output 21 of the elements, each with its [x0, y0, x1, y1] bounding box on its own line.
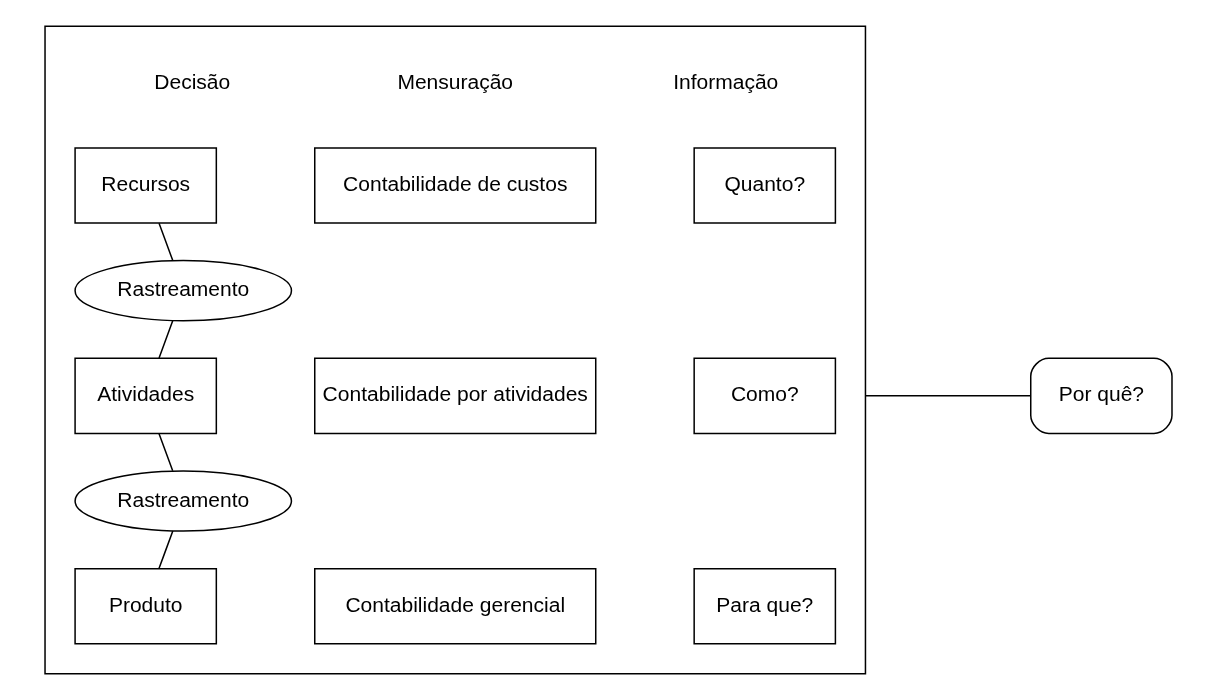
node-box: Para que? — [693, 567, 837, 645]
node-box: Contabilidade gerencial — [314, 567, 597, 645]
label: Mensuração — [397, 69, 514, 93]
label: Decisão — [154, 69, 231, 93]
cluster — [44, 25, 867, 675]
node-box: Atividades — [74, 357, 218, 435]
node-ellipse: Rastreamento — [74, 470, 293, 532]
node-box: Por quê? — [1030, 357, 1173, 435]
node-box: Produto — [74, 567, 218, 645]
node-box: Como? — [693, 357, 837, 435]
label: Informação — [673, 69, 779, 93]
node-box: Contabilidade de custos — [314, 147, 597, 224]
node-box: Quanto? — [693, 147, 837, 224]
connector — [158, 222, 174, 262]
node-box: Contabilidade por atividades — [314, 357, 597, 435]
connector — [158, 432, 174, 472]
node-ellipse: Rastreamento — [74, 259, 293, 322]
connector — [864, 395, 1032, 397]
connector — [158, 319, 174, 359]
node-box: Recursos — [74, 147, 218, 224]
connector — [158, 530, 174, 570]
